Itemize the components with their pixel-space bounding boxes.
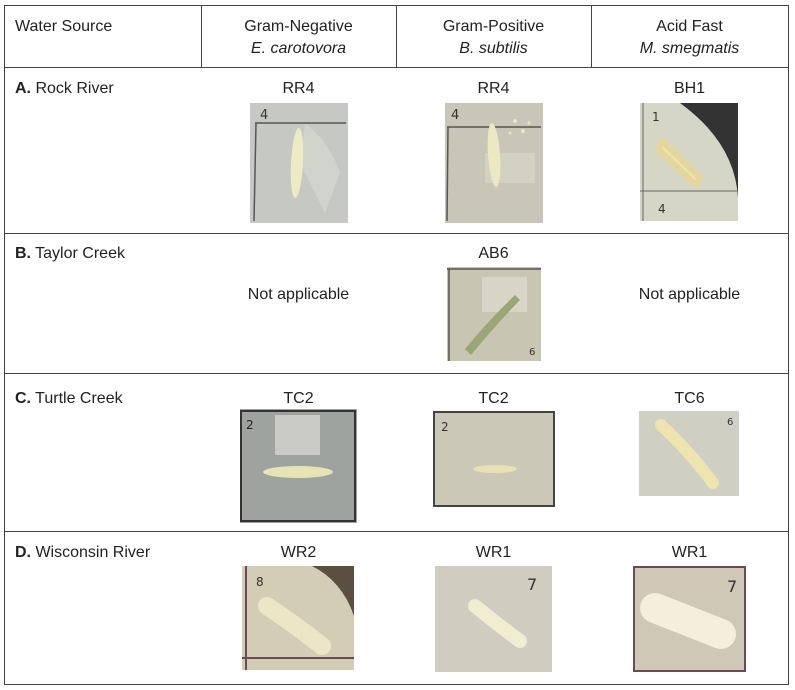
svg-text:7: 7 bbox=[527, 575, 537, 594]
header-divider bbox=[201, 5, 202, 67]
isolate-code: AB6 bbox=[478, 245, 509, 262]
header-acid-fast: Acid Fast M. smegmatis bbox=[591, 5, 788, 67]
svg-text:8: 8 bbox=[256, 575, 264, 589]
water-source-label: A. Rock River bbox=[15, 80, 114, 97]
isolate-code: TC2 bbox=[283, 390, 314, 407]
culture-plate-photo: 6 bbox=[447, 267, 541, 361]
table-row: B. Taylor Creek Not applicable AB6 Not a… bbox=[4, 234, 789, 373]
isolate-code: WR2 bbox=[280, 544, 317, 561]
isolate-code: RR4 bbox=[282, 80, 315, 97]
isolate-code: TC2 bbox=[478, 390, 509, 407]
table-row: A. Rock River RR4 RR4 BH1 4 bbox=[4, 68, 789, 233]
water-source-label: B. Taylor Creek bbox=[15, 245, 125, 262]
header-gram-positive: Gram-Positive B. subtilis bbox=[396, 5, 591, 67]
header-divider bbox=[396, 5, 397, 67]
svg-text:2: 2 bbox=[441, 420, 449, 434]
isolate-code: RR4 bbox=[477, 80, 510, 97]
table-border-left bbox=[4, 5, 5, 685]
water-source-label: C. Turtle Creek bbox=[15, 390, 123, 407]
culture-plate-photo: 8 bbox=[242, 566, 354, 670]
header-water-source: Water Source bbox=[4, 5, 201, 67]
culture-plate-photo: 2 bbox=[240, 409, 357, 523]
results-table: Water Source Gram-Negative E. carotovora… bbox=[4, 5, 789, 685]
culture-plate-photo: 7 bbox=[435, 566, 552, 672]
row-divider bbox=[4, 531, 789, 532]
culture-plate-photo: 6 bbox=[639, 411, 739, 496]
row-divider bbox=[4, 373, 789, 374]
header-acid-fast-species: M. smegmatis bbox=[639, 40, 740, 57]
water-source-label: D. Wisconsin River bbox=[15, 544, 151, 561]
header-gram-positive-title: Gram-Positive bbox=[442, 18, 545, 35]
isolate-code: BH1 bbox=[673, 80, 706, 97]
header-gram-negative: Gram-Negative E. carotovora bbox=[201, 5, 396, 67]
culture-plate-photo: 4 bbox=[445, 103, 543, 223]
svg-text:6: 6 bbox=[727, 417, 733, 428]
table-row: D. Wisconsin River WR2 WR1 WR1 8 7 bbox=[4, 532, 789, 684]
svg-text:4: 4 bbox=[658, 202, 666, 216]
svg-text:4: 4 bbox=[260, 108, 268, 123]
header-water-source-label: Water Source bbox=[15, 18, 113, 35]
svg-text:4: 4 bbox=[451, 108, 459, 123]
header-acid-fast-title: Acid Fast bbox=[656, 18, 723, 35]
culture-plate-photo: 2 bbox=[433, 411, 555, 507]
svg-text:2: 2 bbox=[246, 418, 254, 432]
svg-text:6: 6 bbox=[529, 347, 535, 358]
isolate-code: TC6 bbox=[674, 390, 705, 407]
svg-text:7: 7 bbox=[727, 577, 737, 596]
culture-plate-photo: 7 bbox=[633, 566, 746, 672]
row-divider bbox=[4, 233, 789, 234]
header-gram-negative-title: Gram-Negative bbox=[244, 18, 353, 35]
isolate-code: WR1 bbox=[671, 544, 708, 561]
row-divider bbox=[4, 67, 789, 68]
svg-text:1: 1 bbox=[652, 110, 660, 124]
culture-plate-photo: 4 bbox=[250, 103, 348, 223]
culture-plate-photo: 1 4 bbox=[640, 103, 738, 221]
not-applicable-text: Not applicable bbox=[247, 286, 350, 303]
table-border-bottom bbox=[4, 684, 789, 685]
not-applicable-text: Not applicable bbox=[638, 286, 741, 303]
header-gram-negative-species: E. carotovora bbox=[250, 40, 347, 57]
table-border-right bbox=[788, 5, 789, 685]
isolate-code: WR1 bbox=[475, 544, 512, 561]
header-gram-positive-species: B. subtilis bbox=[459, 40, 528, 57]
table-row: C. Turtle Creek TC2 TC2 TC6 2 2 bbox=[4, 374, 789, 531]
header-divider bbox=[591, 5, 592, 67]
